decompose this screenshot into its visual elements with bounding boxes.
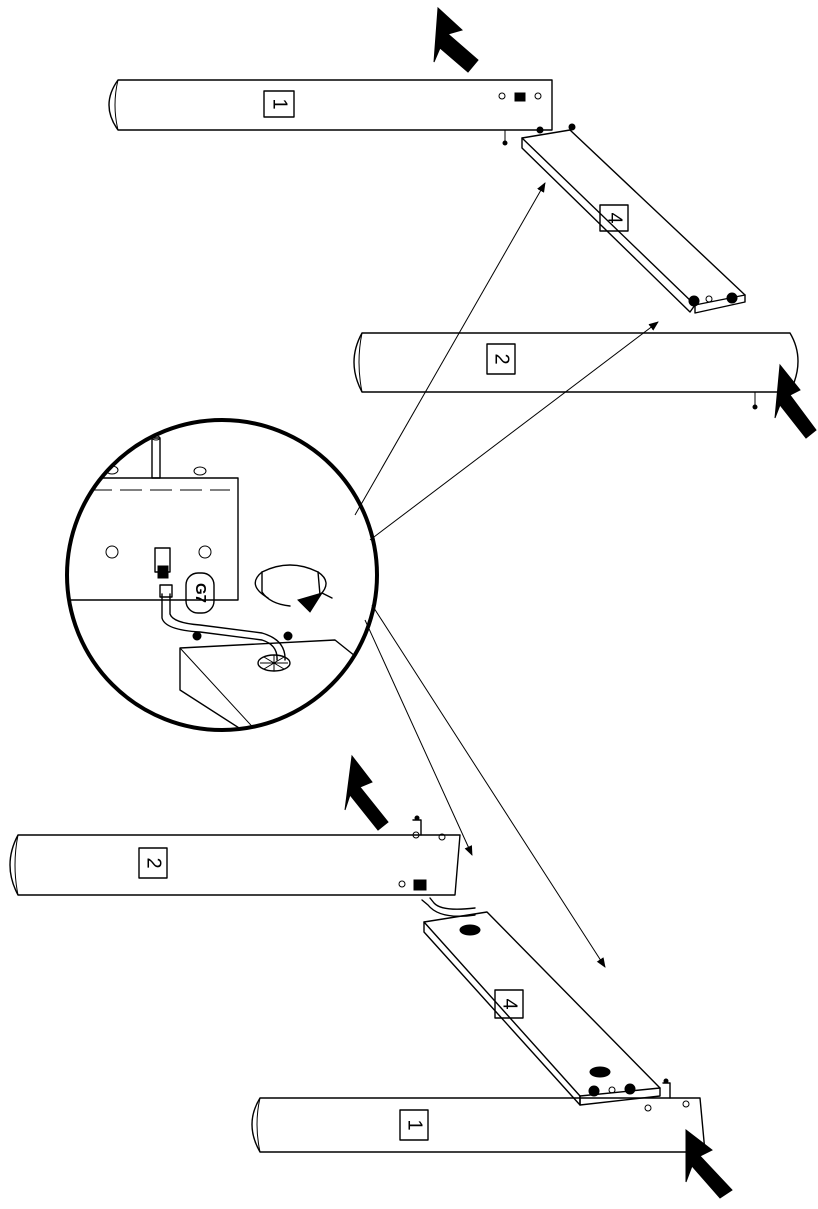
part-label-2-lower: 2	[143, 857, 165, 868]
part-label-1-top: 1	[269, 98, 291, 109]
side-panel-2-middle: 2	[353, 332, 799, 410]
press-arrow-icon	[774, 363, 817, 439]
part-number-box	[263, 90, 295, 118]
side-panel-2-lower: 2	[9, 815, 476, 917]
side-panel-1-bottom: 1	[251, 1078, 706, 1153]
rotate-clockwise-icon	[254, 564, 333, 613]
hardware-label-g7: G7	[192, 583, 209, 603]
cam-bolt	[514, 92, 526, 102]
press-arrow-icon	[344, 754, 389, 831]
shelf-4-lower: 4	[423, 911, 661, 1106]
press-arrow-icon	[685, 1128, 733, 1199]
detail-zoom-circle: G7	[65, 418, 379, 732]
cam-lock	[688, 295, 700, 307]
side-panel-1-top: 1	[108, 79, 553, 146]
press-arrow-icon	[433, 6, 479, 73]
part-label-2-middle: 2	[491, 353, 513, 364]
part-label-4-top: 4	[604, 212, 626, 223]
hardware-badge	[185, 572, 215, 614]
shelf-4-top: 4	[521, 123, 746, 314]
part-label-1-bottom: 1	[404, 1119, 426, 1130]
callout-arrows	[354, 182, 659, 968]
part-label-4-lower: 4	[499, 998, 521, 1009]
